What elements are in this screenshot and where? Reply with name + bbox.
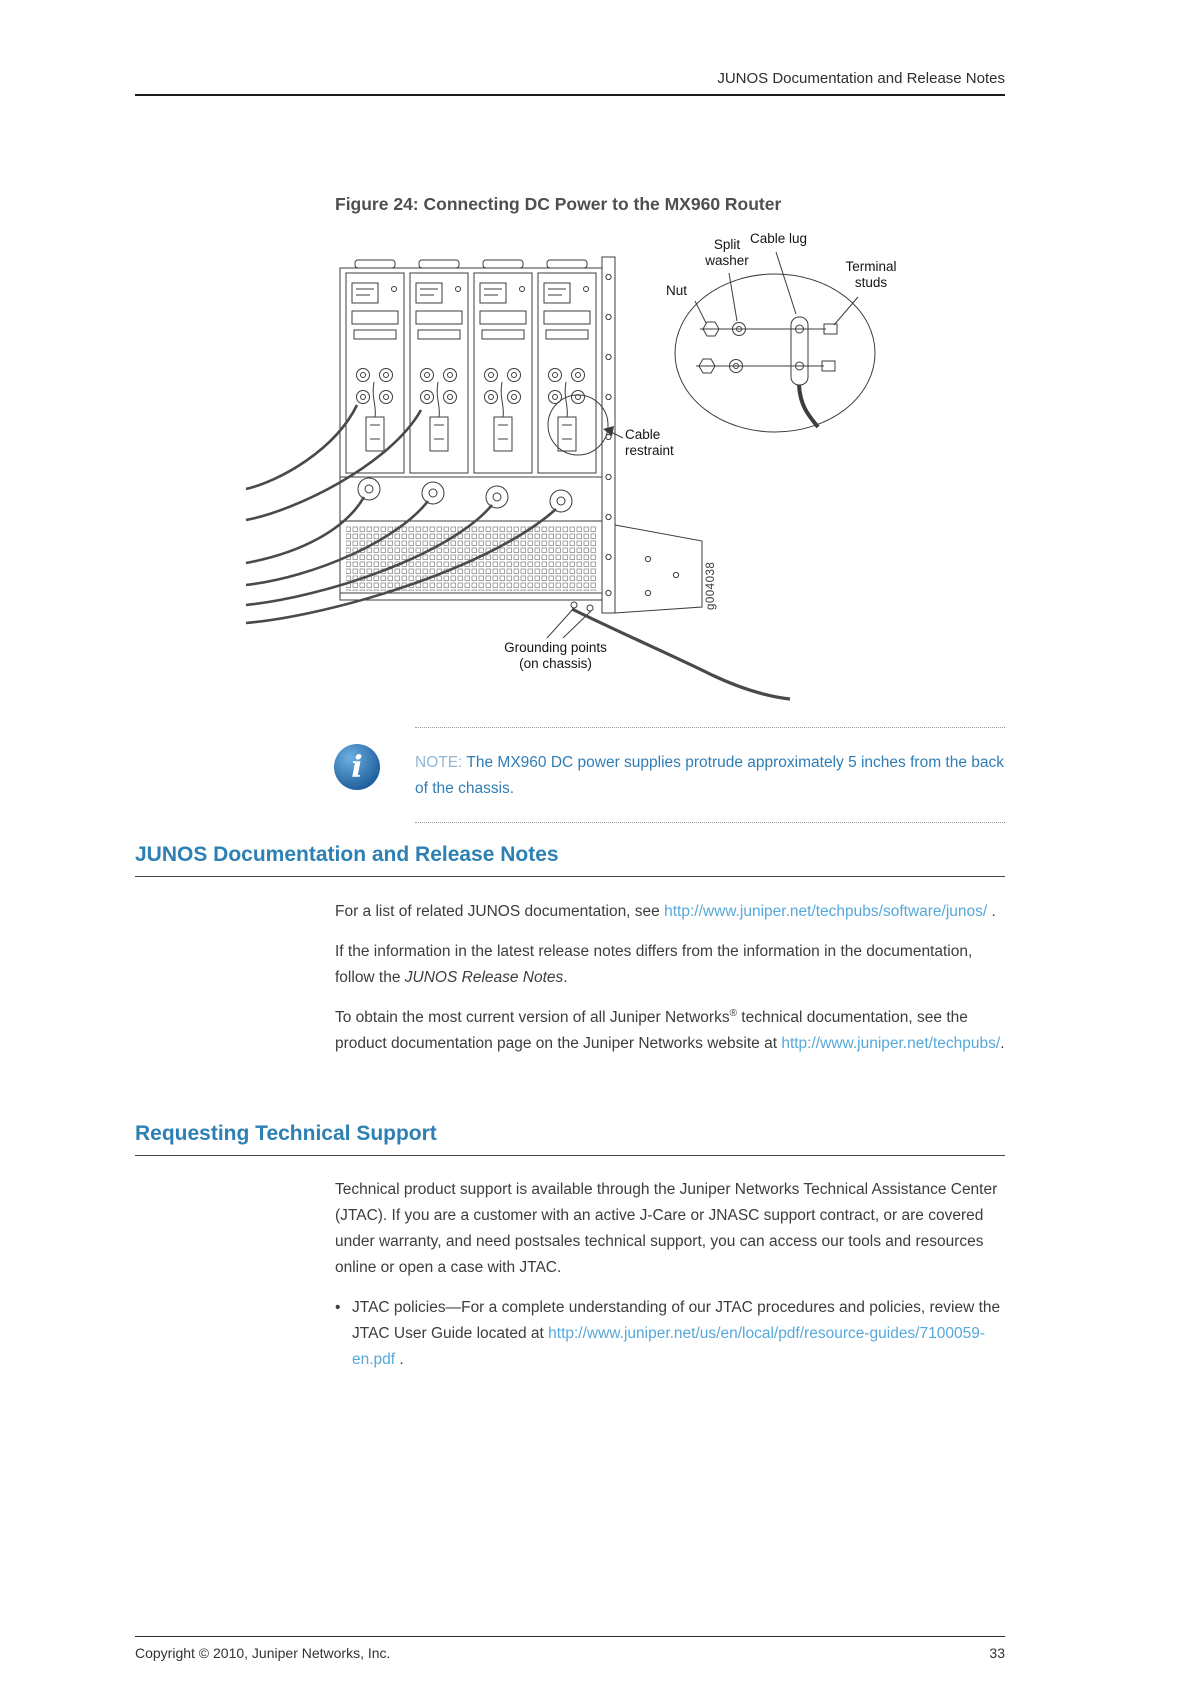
label-terminal-studs: Terminal studs xyxy=(845,259,897,291)
note-body: The MX960 DC power supplies protrude app… xyxy=(415,754,1005,797)
registered-trademark: ® xyxy=(729,1007,737,1019)
jtac-user-guide-link[interactable]: http://www.juniper.net/us/en/local/pdf/r… xyxy=(352,1325,985,1368)
note-text: NOTE: The MX960 DC power supplies protru… xyxy=(415,750,1007,802)
paragraph-text: If the information in the latest release… xyxy=(335,943,973,986)
power-cables xyxy=(245,404,791,701)
paragraph-text: To obtain the most current version of al… xyxy=(335,1009,730,1026)
label-grounding-points: Grounding points (on chassis) xyxy=(504,640,607,672)
bullet-marker: • xyxy=(335,1299,341,1316)
note-rule-top xyxy=(415,727,1005,728)
figure-id-watermark: g004038 xyxy=(705,561,717,610)
terminal-detail-callout xyxy=(674,273,876,433)
paragraph-text: technical documentation, see the product… xyxy=(335,1009,968,1052)
cable-restraint-callout-circle xyxy=(547,394,609,456)
paragraph: Technical product support is available t… xyxy=(335,1181,998,1276)
figure-title: Figure 24: Connecting DC Power to the MX… xyxy=(335,194,782,214)
label-cable-lug: Cable lug xyxy=(750,231,808,246)
note-rule-bottom xyxy=(415,822,1005,823)
note-label: NOTE: xyxy=(415,754,463,771)
paragraph: To obtain the most current version of al… xyxy=(335,1005,1007,1057)
power-supply-modules xyxy=(345,259,597,474)
release-notes-title: JUNOS Release Notes xyxy=(404,969,564,986)
paragraph-text: . xyxy=(563,969,568,986)
paragraph-text: . xyxy=(1000,1035,1005,1052)
label-cable-restraint: Cable restraint xyxy=(625,427,674,459)
section-heading-technical-support: Requesting Technical Support xyxy=(135,1122,437,1145)
paragraph-text: . xyxy=(395,1351,404,1368)
doc-section-body: For a list of related JUNOS documentatio… xyxy=(335,899,1007,1071)
cable-lugs xyxy=(357,477,573,513)
techpubs-link[interactable]: http://www.juniper.net/techpubs/ xyxy=(781,1035,1001,1052)
label-nut: Nut xyxy=(666,283,688,298)
footer-rule xyxy=(135,1636,1005,1637)
support-section-body: Technical product support is available t… xyxy=(335,1177,1007,1373)
header-rule xyxy=(135,94,1005,96)
paragraph: If the information in the latest release… xyxy=(335,939,1007,991)
footer-copyright: Copyright © 2010, Juniper Networks, Inc. xyxy=(135,1645,391,1661)
paragraph-text: For a list of related JUNOS documentatio… xyxy=(335,903,660,920)
heading-rule xyxy=(135,1155,1005,1156)
paragraph-text: . xyxy=(987,903,996,920)
footer-page-number: 33 xyxy=(989,1645,1005,1661)
info-icon: i xyxy=(334,744,380,790)
label-split-washer: Split washer xyxy=(705,237,749,269)
figure-illustration xyxy=(245,251,876,701)
leader-lines xyxy=(546,251,859,639)
bullet-body: JTAC policies—For a complete understandi… xyxy=(352,1295,1007,1373)
junos-software-link[interactable]: http://www.juniper.net/techpubs/software… xyxy=(664,903,988,920)
section-heading-junos-docs: JUNOS Documentation and Release Notes xyxy=(135,843,559,866)
paragraph-text: JTAC policies—For a complete understandi… xyxy=(352,1299,1001,1342)
heading-rule xyxy=(135,876,1005,877)
paragraph: For a list of related JUNOS documentatio… xyxy=(335,899,1007,925)
running-header: JUNOS Documentation and Release Notes xyxy=(717,70,1005,87)
bullet-item: • JTAC policies—For a complete understan… xyxy=(335,1295,1007,1373)
